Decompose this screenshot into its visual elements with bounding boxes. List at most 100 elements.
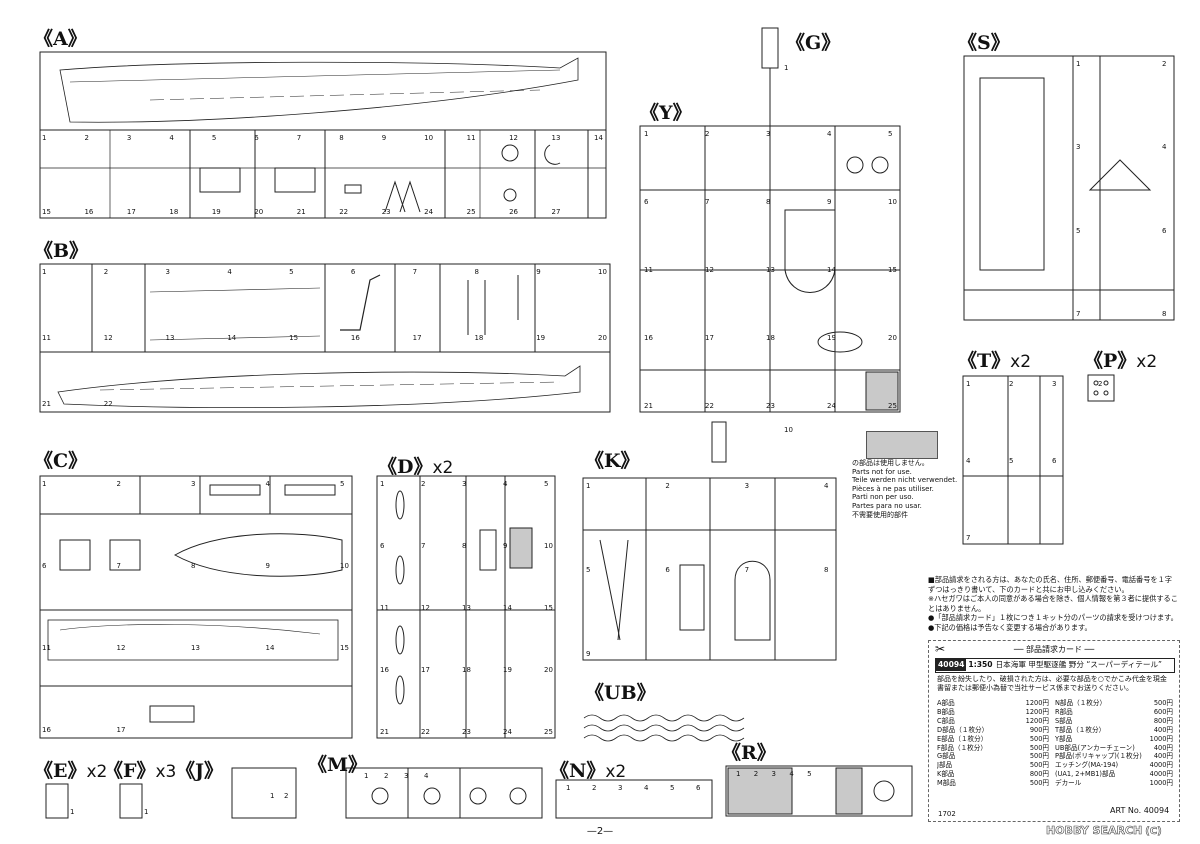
part-number-y: 15	[888, 266, 897, 274]
part-number-y: 18	[766, 334, 775, 342]
price-value: 500円	[1029, 752, 1049, 761]
price-row: S部品 800円	[1055, 717, 1173, 726]
part-number-a: 27	[551, 208, 561, 216]
part-number-k: 9	[586, 650, 591, 658]
price-value: 1200円	[1025, 707, 1049, 716]
part-number-c: 15	[340, 644, 349, 652]
sprue-label-F: 《F》x3	[104, 760, 177, 782]
part-number-b: 18	[474, 334, 484, 342]
part-number-a: 22	[339, 208, 349, 216]
part-number-d: 3	[462, 480, 467, 488]
price-value: 1000円	[1149, 734, 1173, 743]
product-name: 日本海軍 甲型駆逐艦 野分 “スーパーディテール”	[995, 660, 1162, 669]
part-number-k: 3	[744, 482, 750, 490]
part-number-s: 5	[1076, 226, 1081, 235]
part-number-s: 6	[1162, 226, 1167, 235]
legend-line: Parti non per uso.	[852, 493, 914, 502]
part-number-j: 1	[270, 792, 275, 800]
part-number-b: 10	[598, 268, 607, 276]
price-value: 500円	[1029, 743, 1049, 752]
price-part: F部品（１枚分）	[937, 743, 987, 752]
part-number-d: 9	[503, 542, 508, 550]
sprue-label-K: 《K》	[585, 450, 640, 472]
sprue-C-frame	[39, 475, 353, 739]
part-number-p: 2	[1098, 380, 1103, 388]
part-number-y: 21	[644, 402, 653, 410]
price-value: 4000円	[1149, 770, 1173, 779]
part-number-a: 17	[126, 208, 136, 216]
part-number-c: 9	[265, 562, 270, 570]
part-number-b: 22	[103, 400, 113, 408]
print-code: 1702	[938, 810, 956, 818]
part-number-t: 7	[966, 534, 971, 542]
price-row: J部品 500円	[937, 761, 1049, 770]
part-number-y: 13	[766, 266, 775, 274]
product-scale: 1:350	[968, 660, 993, 669]
part-number-b: 13	[165, 334, 175, 342]
price-row: T部品（１枚分）400円	[1055, 726, 1173, 735]
part-number-n: 2	[592, 784, 597, 792]
part-number-s: 4	[1162, 143, 1167, 152]
part-number-b: 12	[103, 334, 113, 342]
part-number-c: 3	[191, 480, 196, 488]
part-number-a: 15	[42, 208, 51, 216]
price-part: (UA1, 2+MB1)部品	[1055, 770, 1116, 779]
sprue-label-A: 《A》	[34, 28, 87, 50]
part-number-a: 14	[594, 134, 603, 142]
part-number-d: 20	[544, 666, 553, 674]
sprue-D-frame	[376, 475, 556, 739]
part-number-n: 1	[566, 784, 571, 792]
part-number-y: 3	[766, 130, 771, 138]
art-number: ART No. 40094	[1110, 806, 1170, 815]
part-number-g: 1	[784, 64, 789, 72]
part-number-b: 11	[42, 334, 51, 342]
price-value: 600円	[1153, 707, 1173, 716]
price-part: S部品	[1055, 716, 1073, 725]
legend-line: の部品は使用しません。	[852, 459, 929, 467]
price-part: J部品	[937, 761, 953, 770]
part-number-y: 10	[888, 198, 897, 206]
part-number-m: 1	[364, 772, 369, 780]
price-part: B部品	[937, 707, 955, 716]
legend-line: 不需要使用的部件	[852, 510, 908, 519]
part-number-d: 16	[380, 666, 389, 674]
card-title: ── 部品請求カード ──	[1013, 645, 1095, 654]
part-number-b: 1	[42, 268, 47, 276]
part-number-d: 22	[421, 728, 430, 736]
part-number-y: 23	[766, 402, 775, 410]
price-row: エッチング(MA-194)4000円	[1055, 761, 1173, 770]
part-number-c: 8	[191, 562, 196, 570]
price-value: 500円	[1029, 761, 1049, 770]
part-number-y: 1	[644, 130, 649, 138]
part-number-d: 2	[421, 480, 426, 488]
part-number-n: 4	[644, 784, 649, 792]
part-number-r: 3	[771, 770, 777, 778]
part-number-a: 13	[551, 134, 561, 142]
price-part: E部品（１枚分）	[937, 734, 988, 743]
part-number-a: 21	[296, 208, 306, 216]
part-number-c: 7	[116, 562, 121, 570]
part-number-d: 19	[503, 666, 512, 674]
part-number-k: 1	[586, 482, 591, 490]
sprue-label-N: 《N》x2	[550, 760, 627, 782]
price-part: デカール	[1055, 779, 1082, 788]
part-number-b: 20	[598, 334, 607, 342]
part-number-a: 26	[509, 208, 518, 216]
part-number-d: 25	[544, 728, 553, 736]
part-number-s: 1	[1076, 60, 1081, 68]
price-part: D部品（１枚分）	[937, 725, 989, 734]
price-value: 500円	[1029, 779, 1049, 788]
part-number-d: 23	[462, 728, 471, 736]
part-number-d: 8	[462, 542, 467, 550]
price-value: 1200円	[1025, 699, 1049, 707]
sprue-label-P: 《P》x2	[1084, 350, 1158, 372]
part-number-d: 18	[462, 666, 471, 674]
price-value: 800円	[1153, 716, 1173, 725]
part-number-y: 25	[888, 402, 897, 410]
part-number-d: 6	[380, 542, 385, 550]
part-number-c: 16	[42, 726, 51, 734]
